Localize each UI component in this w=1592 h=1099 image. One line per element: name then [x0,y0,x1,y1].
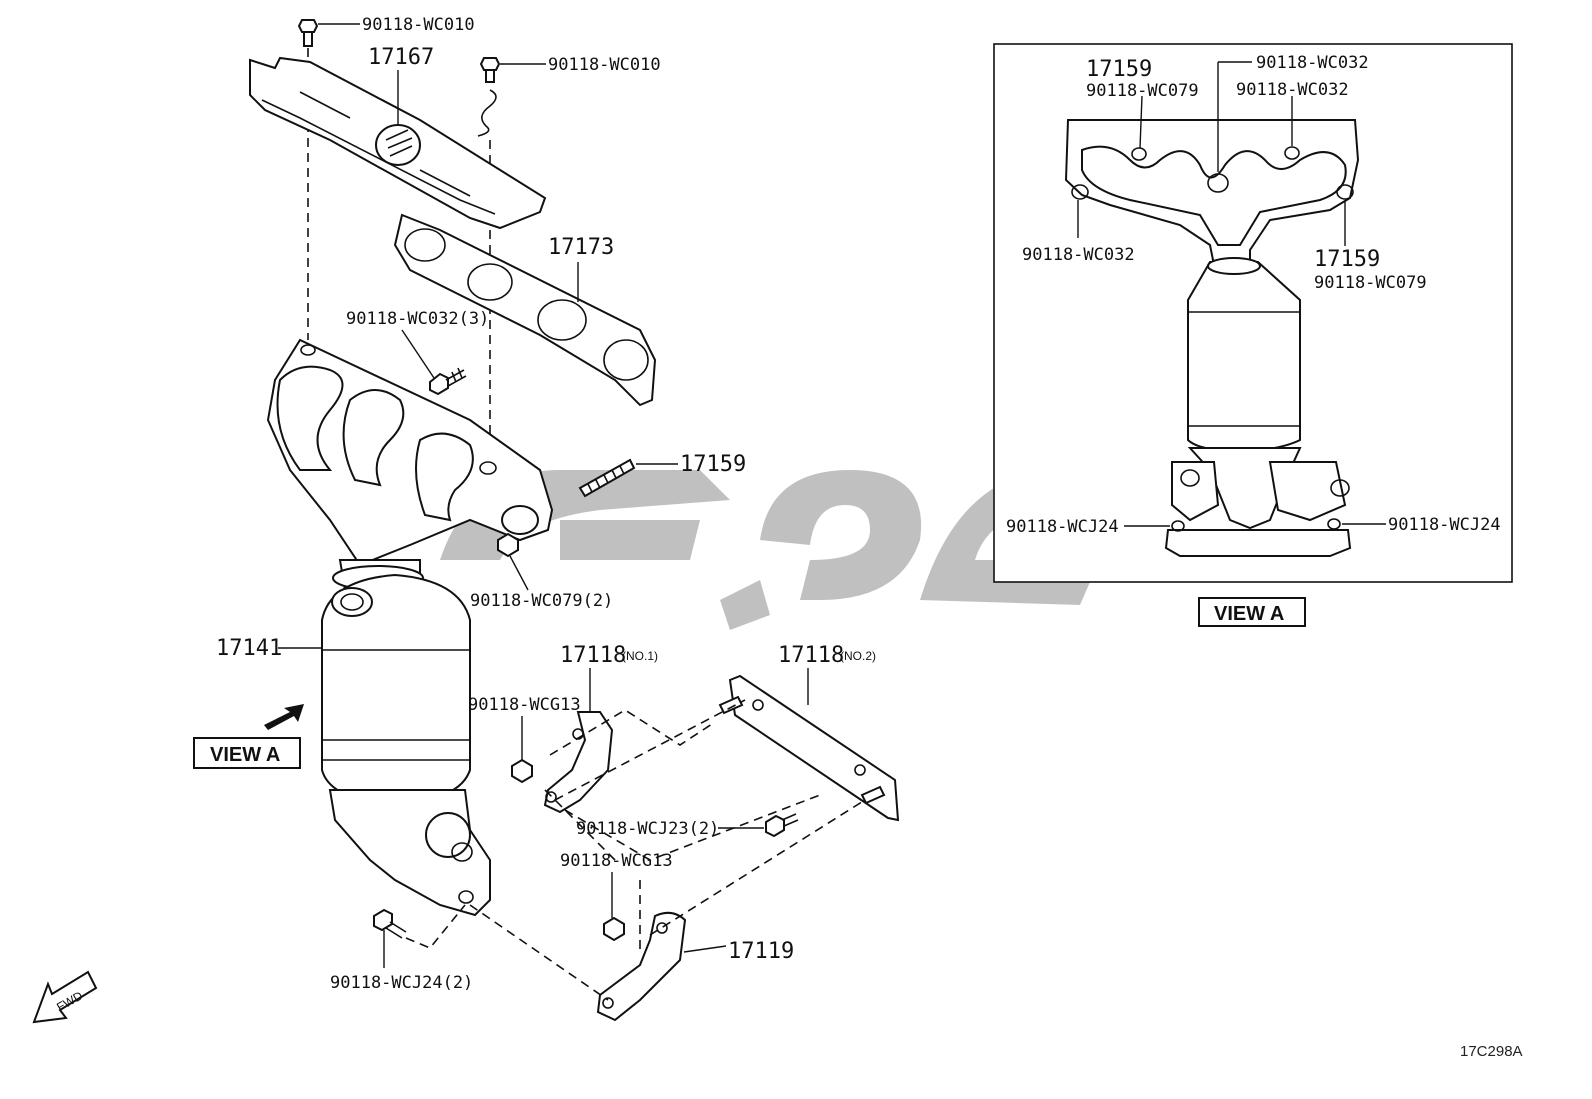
inset-label-bolt-top-b: 90118-WC032 [1236,80,1349,100]
label-gasket: 17173 [548,235,614,260]
inset-label-nut-top: 90118-WC079 [1086,81,1199,101]
label-nut-wc079: 90118-WC079(2) [470,591,613,611]
label-bolt-wcj23: 90118-WCJ23(2) [576,819,719,839]
bolt-wcj24: 90118-WCJ24(2) [330,908,473,993]
inset-label-bolt-top-a: 90118-WC032 [1256,53,1369,73]
label-bracket-no1-note: (NO.1) [622,649,658,663]
view-a-label: VIEW A [210,744,280,766]
inset-caption-label: VIEW A [1214,603,1284,625]
label-bracket-no2-note: (NO.2) [840,649,876,663]
exhaust-manifold-converter-17141: 17141 [216,338,554,917]
fwd-arrow-icon: FWD [32,970,98,1024]
bracket-17118-no1: 17118 (NO.1) [543,643,658,814]
gasket-17173: 17173 [393,213,657,407]
inset-label-nut-right: 90118-WC079 [1314,273,1427,293]
view-a-tag: VIEW A [193,704,304,769]
label-nut-wcg13-lower: 90118-WCG13 [560,851,673,871]
label-stud: 17159 [680,452,746,477]
diagram-code: 17C298A [1460,1043,1523,1060]
bolt-wc010-right: 90118-WC010 [477,55,661,137]
stay-17119: 17119 [596,911,794,1022]
label-converter: 17141 [216,636,282,661]
bolt-wc010-left: 90118-WC010 [297,15,475,47]
inset-label-stud-top: 17159 [1086,57,1152,82]
label-nut-wcg13-upper: 90118-WCG13 [468,695,581,715]
nut-wc079: 90118-WC079(2) [470,532,613,611]
inset-label-bolt-bottom-right: 90118-WCJ24 [1388,515,1501,535]
inset-label-bolt-left: 90118-WC032 [1022,245,1135,265]
bolt-wcj23: 90118-WCJ23(2) [576,813,799,839]
label-bolt-wc010-left: 90118-WC010 [362,15,475,35]
label-bracket-no1: 17118 [560,643,626,668]
nut-wcg13-upper: 90118-WCG13 [468,695,581,784]
inset-view-a: 17159 90118-WC079 90118-WC032 90118-WC03… [993,43,1513,583]
bracket-17118-no2: 17118 (NO.2) [718,643,900,822]
label-bolt-wc032: 90118-WC032(3) [346,309,489,329]
label-heat-insulator: 17167 [368,45,434,70]
label-stay: 17119 [728,939,794,964]
label-bracket-no2: 17118 [778,643,844,668]
inset-caption: VIEW A [1198,597,1306,627]
assembly-lines [405,699,866,1001]
label-bolt-wc010-right: 90118-WC010 [548,55,661,75]
bolt-wc032: 90118-WC032(3) [346,309,489,396]
stud-17159: 17159 [578,452,746,498]
inset-label-stud-right: 17159 [1314,247,1380,272]
label-bolt-wcj24: 90118-WCJ24(2) [330,973,473,993]
inset-label-bolt-bottom-left: 90118-WCJ24 [1006,517,1119,537]
heat-insulator-17167: 17167 [249,45,547,230]
